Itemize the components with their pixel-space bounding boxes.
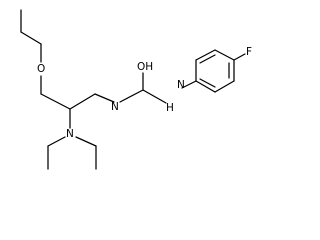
amide-nitrogen-right-n-label: N bbox=[177, 79, 185, 91]
hydroxyl-label: OH bbox=[137, 61, 153, 73]
ether-oxygen-label: O bbox=[37, 63, 45, 75]
bond-nh-phenyl bbox=[181, 80, 197, 89]
bond-ch-ch2 bbox=[69, 93, 96, 110]
bond-ch2-n bbox=[94, 93, 115, 103]
bond-carbonyl-nh bbox=[142, 89, 167, 104]
bond-propyl-2 bbox=[20, 31, 42, 45]
ring-double-bond-1 bbox=[199, 54, 216, 64]
amide-nitrogen-left-label: N bbox=[111, 101, 119, 113]
ring-bond-2 bbox=[195, 49, 216, 61]
amide-nitrogen-right-h-label: H bbox=[166, 102, 174, 114]
ring-double-bond-3 bbox=[199, 78, 216, 88]
bond-n-ethyl-left-1 bbox=[47, 136, 66, 147]
chemical-structure-diagram: O N N OH N H F bbox=[20, 9, 252, 170]
bond-ring-fluorine bbox=[233, 53, 246, 61]
amine-nitrogen-label: N bbox=[66, 128, 74, 140]
bond-n-ethyl-right-1 bbox=[75, 136, 97, 147]
ring-bond-5 bbox=[214, 80, 235, 93]
fluorine-label: F bbox=[246, 46, 252, 58]
bond-ch2-ch bbox=[40, 93, 71, 110]
ring-bond-6 bbox=[195, 80, 216, 93]
bond-n-carbonyl bbox=[119, 89, 144, 103]
ring-bond-3 bbox=[214, 49, 235, 61]
